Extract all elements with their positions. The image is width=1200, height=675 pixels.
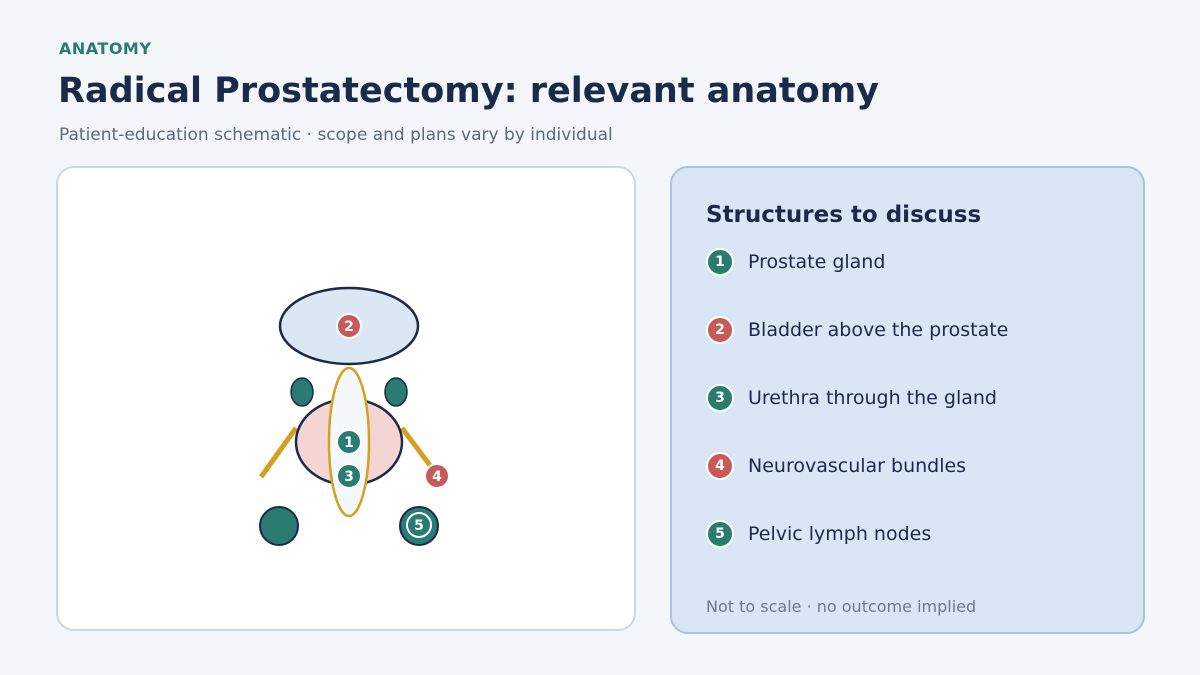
legend-item-urethra: 3 Urethra through the gland (706, 384, 997, 412)
left-neurovascular-bundle (258, 426, 299, 479)
section-eyebrow: ANATOMY (59, 39, 152, 58)
legend-item-bladder: 2 Bladder above the prostate (706, 316, 1008, 344)
legend-badge-4: 4 (706, 452, 734, 480)
anatomy-diagram-card: 2 1 3 4 5 (56, 166, 636, 631)
legend-badge-3: 3 (706, 384, 734, 412)
legend-label-urethra: Urethra through the gland (748, 387, 997, 409)
legend-label-neurovascular: Neurovascular bundles (748, 455, 967, 477)
structures-legend-card: Structures to discuss 1 Prostate gland 2… (670, 166, 1145, 634)
left-seminal-vesicle (290, 377, 314, 407)
marker-5-label: 5 (414, 518, 424, 534)
marker-1-label: 1 (344, 435, 354, 451)
legend-label-lymph-nodes: Pelvic lymph nodes (748, 523, 932, 545)
page-title: Radical Prostatectomy: relevant anatomy (58, 71, 879, 111)
marker-1: 1 (336, 429, 362, 455)
legend-item-lymph-nodes: 5 Pelvic lymph nodes (706, 520, 931, 548)
marker-2: 2 (336, 313, 362, 339)
legend-badge-2: 2 (706, 316, 734, 344)
right-seminal-vesicle (384, 377, 408, 407)
legend-footnote: Not to scale · no outcome implied (706, 597, 977, 616)
marker-3-label: 3 (344, 469, 354, 485)
legend-item-neurovascular: 4 Neurovascular bundles (706, 452, 966, 480)
marker-3: 3 (336, 463, 362, 489)
legend-title: Structures to discuss (706, 202, 982, 228)
right-neurovascular-bundle (400, 426, 434, 470)
left-lymph-node (259, 506, 299, 546)
marker-4: 4 (424, 463, 450, 489)
marker-2-label: 2 (344, 319, 354, 335)
marker-4-label: 4 (432, 469, 442, 485)
legend-badge-5: 5 (706, 520, 734, 548)
marker-5: 5 (406, 512, 432, 538)
legend-label-bladder: Bladder above the prostate (748, 319, 1009, 341)
legend-label-prostate: Prostate gland (748, 251, 886, 273)
page-subtitle: Patient-education schematic · scope and … (59, 125, 613, 145)
legend-item-prostate: 1 Prostate gland (706, 248, 885, 276)
legend-badge-1: 1 (706, 248, 734, 276)
anatomy-schematic: 2 1 3 4 5 (258, 286, 450, 546)
